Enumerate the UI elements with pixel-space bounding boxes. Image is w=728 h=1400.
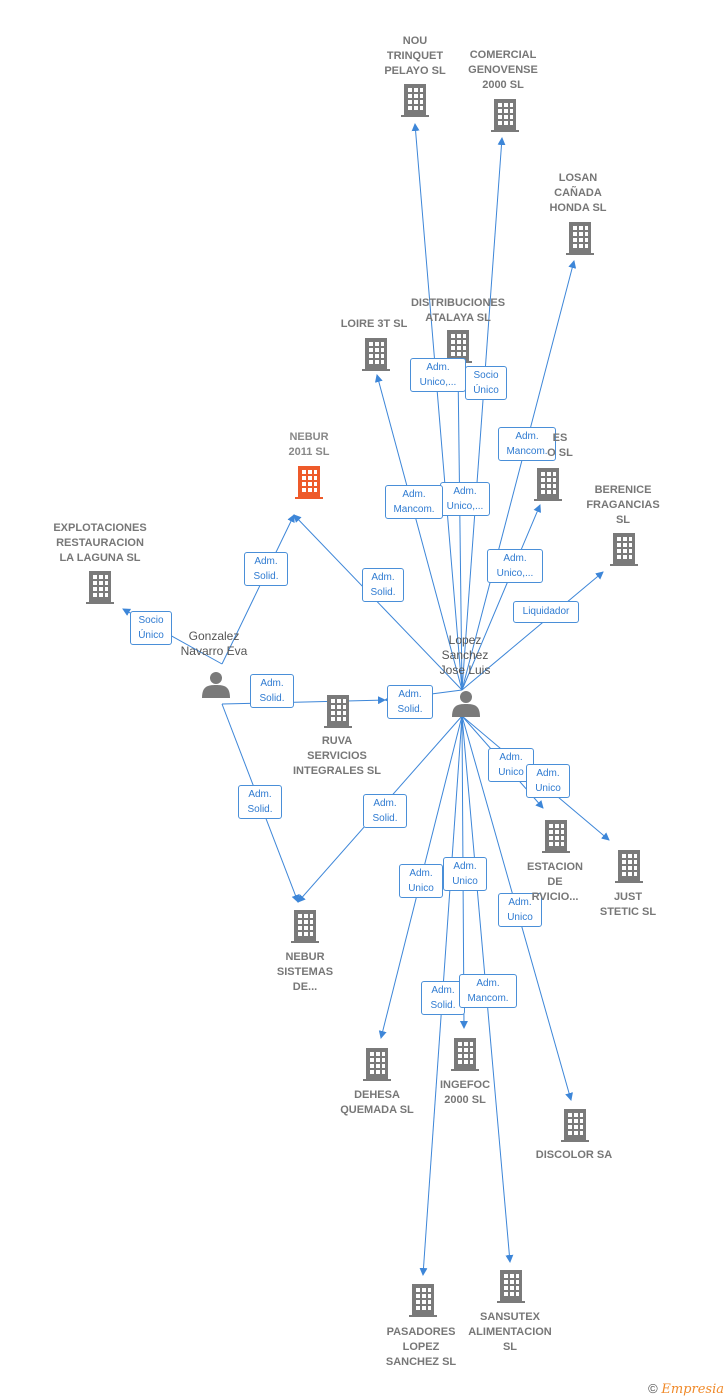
- node-label-loire[interactable]: LOIRE 3T SL: [340, 318, 408, 330]
- node-label-neburSist[interactable]: NEBUR SISTEMAS DE...: [276, 951, 334, 993]
- edge-label-lopez-discolor[interactable]: Adm. Unico: [498, 893, 542, 927]
- person-icon[interactable]: [202, 672, 230, 698]
- building-icon[interactable]: [491, 99, 519, 132]
- edge-lopez-losan: [461, 260, 577, 691]
- edge-label-lopez-distrib[interactable]: Adm. Unico,...: [440, 482, 490, 516]
- node-label-sansutex[interactable]: SANSUTEX ALIMENTACION SL: [468, 1311, 552, 1353]
- node-label-nebur2011[interactable]: NEBUR 2011 SL: [288, 431, 330, 458]
- building-icon[interactable]: [561, 1109, 589, 1142]
- edge-label-gonzalez-ruva[interactable]: Adm. Solid.: [250, 674, 294, 708]
- edge-label-lopez-nebur2011[interactable]: Adm. Solid.: [362, 568, 404, 602]
- edge-lopez-nou: [411, 123, 463, 691]
- edge-label-lopez-neburSist[interactable]: Adm. Solid.: [363, 794, 407, 828]
- node-label-estacion[interactable]: ESTACION DE RVICIO...: [526, 861, 584, 903]
- edge-lopez-comercial: [461, 137, 506, 691]
- edge-label-lopez-pasadores[interactable]: Adm. Solid.: [421, 981, 465, 1015]
- node-label-ingefoc[interactable]: INGEFOC 2000 SL: [439, 1079, 491, 1106]
- edge-lopez-nebur2011: [293, 514, 463, 691]
- node-label-nou[interactable]: NOU TRINQUET PELAYO SL: [384, 35, 446, 77]
- node-label-gonzalez[interactable]: Gonzalez Navarro Eva: [180, 629, 248, 658]
- building-icon[interactable]: [566, 222, 594, 255]
- node-label-lopez[interactable]: Lopez Sanchez Jose Luis: [439, 633, 491, 677]
- edge-label-lopez-losan[interactable]: Adm. Mancom.: [498, 427, 556, 461]
- node-label-dehesa[interactable]: DEHESA QUEMADA SL: [340, 1089, 414, 1116]
- node-label-explot[interactable]: EXPLOTACIONES RESTAURACION LA LAGUNA SL: [53, 522, 147, 564]
- building-icon[interactable]: [497, 1270, 525, 1303]
- edge-label-gonzalez-neburSist[interactable]: Adm. Solid.: [238, 785, 282, 819]
- edge-label-lopez-sansutex[interactable]: Adm. Mancom.: [459, 974, 517, 1008]
- edge-lopez-distrib: [454, 367, 463, 691]
- edge-label-lopez-ruva[interactable]: Adm. Solid.: [387, 685, 433, 719]
- edge-label-lopez-ingefoc[interactable]: Adm. Unico: [443, 857, 487, 891]
- building-icon[interactable]: [363, 1048, 391, 1081]
- building-icon[interactable]: [86, 571, 114, 604]
- copyright-icon: ©: [648, 1381, 658, 1396]
- node-label-berenice[interactable]: BERENICE FRAGANCIAS SL: [586, 484, 660, 526]
- person-icon[interactable]: [452, 691, 480, 717]
- building-icon[interactable]: [409, 1284, 437, 1317]
- building-icon[interactable]: [451, 1038, 479, 1071]
- node-label-distrib[interactable]: DISTRIBUCIONES ATALAYA SL: [410, 297, 506, 324]
- footer-brand[interactable]: © Empresia: [648, 1381, 724, 1397]
- node-label-just[interactable]: JUST STETIC SL: [599, 891, 657, 918]
- edge-label-lopez-berenice[interactable]: Liquidador: [513, 601, 579, 623]
- edge-gonzalez-nebur2011: [221, 514, 295, 665]
- building-icon[interactable]: [362, 338, 390, 371]
- edge-label-lopez-comercial[interactable]: Socio Único: [465, 366, 507, 400]
- node-label-ruva[interactable]: RUVA SERVICIOS INTEGRALES SL: [292, 735, 381, 777]
- node-label-es[interactable]: ES O SL: [547, 432, 573, 459]
- building-icon[interactable]: [534, 468, 562, 501]
- node-label-losan[interactable]: LOSAN CAÑADA HONDA SL: [549, 172, 607, 214]
- node-label-discolor[interactable]: DISCOLOR SA: [535, 1149, 613, 1161]
- building-icon[interactable]: [295, 466, 323, 499]
- edge-label-lopez-loire[interactable]: Adm. Mancom.: [385, 485, 443, 519]
- edge-gonzalez-ruva: [221, 696, 386, 705]
- building-icon[interactable]: [610, 533, 638, 566]
- brand-logo: Empresia: [661, 1382, 724, 1397]
- edge-lopez-berenice: [461, 571, 604, 691]
- building-icon[interactable]: [615, 850, 643, 883]
- edge-label-gonzalez-explot[interactable]: Socio Único: [130, 611, 172, 645]
- edge-label-lopez-es[interactable]: Adm. Unico,...: [487, 549, 543, 583]
- node-label-comercial[interactable]: COMERCIAL GENOVENSE 2000 SL: [468, 49, 538, 91]
- edge-label-lopez-just[interactable]: Adm. Unico: [526, 764, 570, 798]
- edge-label-lopez-dehesa[interactable]: Adm. Unico: [399, 864, 443, 898]
- node-label-pasadores[interactable]: PASADORES LOPEZ SANCHEZ SL: [385, 1326, 457, 1368]
- edge-label-lopez-nou[interactable]: Adm. Unico,...: [410, 358, 466, 392]
- building-icon[interactable]: [291, 910, 319, 943]
- edge-lopez-loire: [374, 374, 463, 691]
- building-icon[interactable]: [542, 820, 570, 853]
- edge-lopez-es: [461, 504, 541, 691]
- building-icon[interactable]: [401, 84, 429, 117]
- edge-label-gonzalez-nebur2011[interactable]: Adm. Solid.: [244, 552, 288, 586]
- building-icon[interactable]: [324, 695, 352, 728]
